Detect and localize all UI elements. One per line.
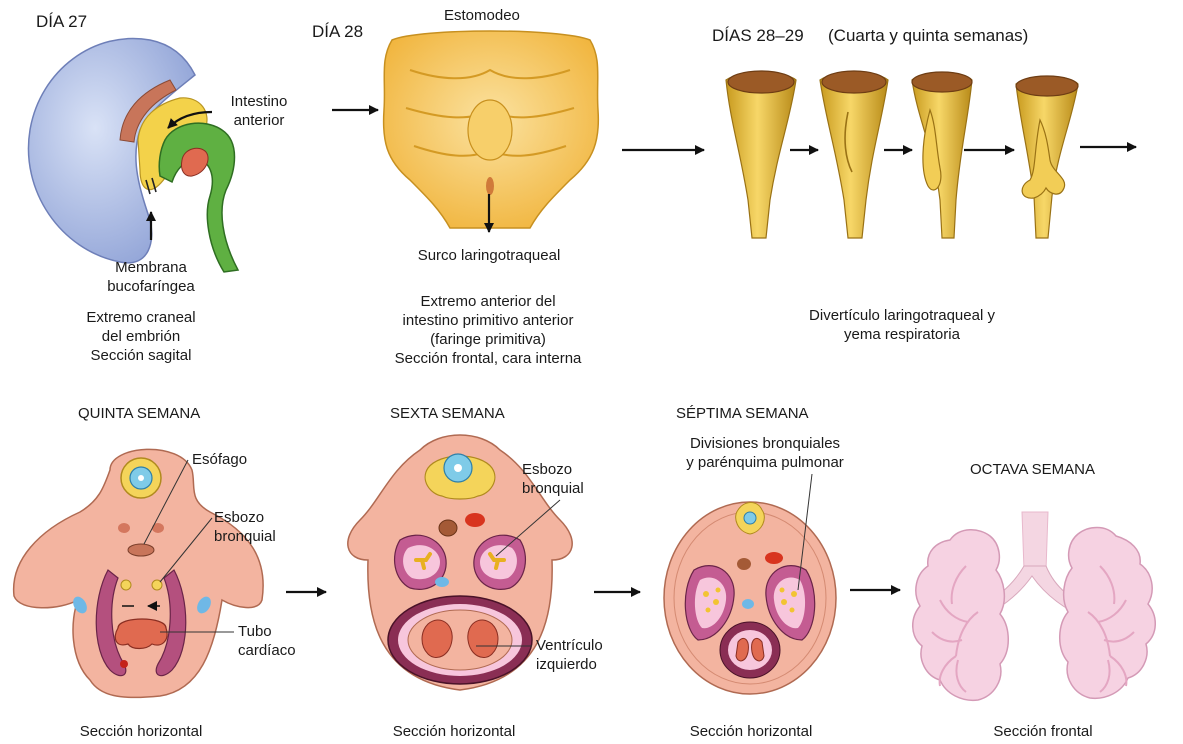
red-vessel-dot (120, 660, 128, 668)
days2829-title: DÍAS 28–29 (712, 26, 804, 45)
week6-caption: Sección horizontal (364, 722, 544, 741)
lung-left-lobed (913, 530, 1009, 701)
median-swelling (468, 100, 512, 160)
label-esofago: Esófago (192, 450, 247, 469)
week7-caption: Sección horizontal (666, 722, 836, 741)
label-membrana-bucofaringea: Membrana bucofaríngea (96, 258, 206, 296)
esophagus (128, 544, 154, 556)
aorta (465, 513, 485, 527)
day28-caption: Extremo anterior del intestino primitivo… (368, 292, 608, 368)
day28-illustration (384, 31, 599, 232)
bronchial-bud-left (121, 580, 131, 590)
notochord (454, 464, 462, 472)
tube-stage-3 (912, 72, 972, 238)
days2829-caption: Divertículo laringotraqueal y yema respi… (772, 306, 1032, 344)
heart-red-shape (181, 148, 208, 176)
esophagus (439, 520, 457, 536)
tube-opening (822, 71, 886, 93)
label-esbozo-bronquial-w5: Esbozo bronquial (214, 508, 276, 546)
tube-body (726, 73, 796, 239)
day27-caption: Extremo craneal del embrión Sección sagi… (56, 308, 226, 365)
week8-caption: Sección frontal (968, 722, 1118, 741)
week5-title: QUINTA SEMANA (78, 404, 200, 423)
heart (728, 630, 772, 670)
week5-illustration (14, 449, 263, 697)
tube-opening (1016, 76, 1078, 96)
trachea (1022, 512, 1048, 570)
days2829-subtitle: (Cuarta y quinta semanas) (828, 26, 1028, 45)
label-ventriculo-izquierdo: Ventrículo izquierdo (536, 636, 603, 674)
day28-title: DÍA 28 (312, 22, 363, 41)
laryngotracheal-groove-mark (486, 177, 494, 195)
days2829-illustration (726, 71, 1136, 238)
week8-illustration (913, 512, 1156, 700)
week8-title: OCTAVA SEMANA (970, 460, 1095, 479)
neural-canal (744, 512, 756, 524)
week7-illustration (664, 474, 836, 694)
tube-opening (912, 72, 972, 92)
label-tubo-cardiaco: Tubo cardíaco (238, 622, 296, 660)
tube-body (912, 73, 972, 239)
aorta (765, 552, 783, 564)
right-ventricle (468, 620, 498, 658)
left-ventricle (422, 620, 452, 658)
label-estomodeo: Estomodeo (444, 6, 520, 25)
week5-caption: Sección horizontal (56, 722, 226, 741)
label-intestino-anterior: Intestino anterior (214, 92, 304, 130)
label-divisiones-bronquiales: Divisiones bronquiales y parénquima pulm… (660, 434, 870, 472)
tube-opening (728, 71, 794, 93)
blue-vessel (435, 577, 449, 587)
blue-vessel (742, 599, 754, 609)
day27-illustration (28, 38, 238, 272)
week6-title: SEXTA SEMANA (390, 404, 505, 423)
dorsal-aorta-left (118, 523, 130, 533)
day27-title: DÍA 27 (36, 12, 87, 31)
tube-stage-4 (1016, 76, 1078, 238)
label-surco-laringotraqueal: Surco laringotraqueal (394, 246, 584, 265)
heart-tube (115, 619, 167, 649)
notochord (138, 475, 144, 481)
tube-body (820, 73, 888, 239)
label-esbozo-bronquial-w6: Esbozo bronquial (522, 460, 584, 498)
esophagus (737, 558, 751, 570)
lung-right-lobed (1060, 528, 1156, 699)
tube-stage-2 (820, 71, 888, 238)
tube-stage-1 (726, 71, 796, 238)
week7-title: SÉPTIMA SEMANA (676, 404, 809, 423)
foregut-green (159, 123, 238, 272)
